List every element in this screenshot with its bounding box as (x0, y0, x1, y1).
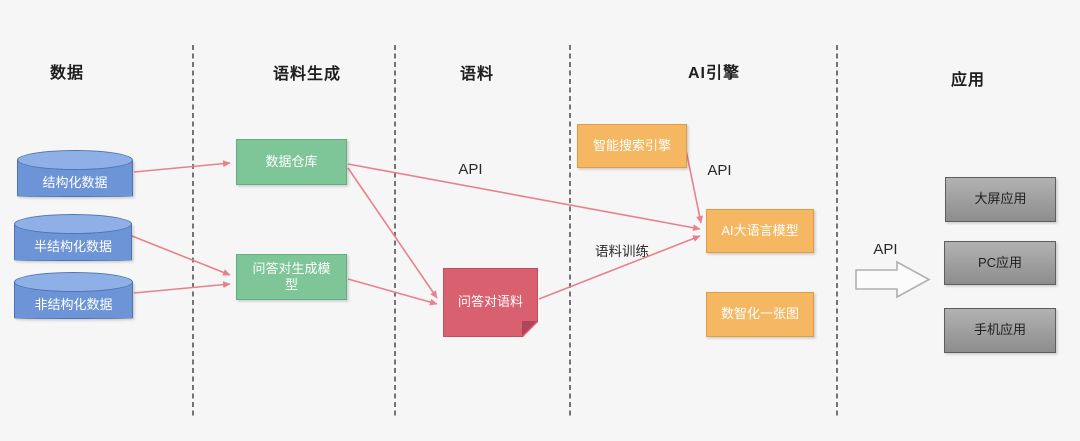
column-header-application: 应用 (950, 72, 985, 89)
connector-semistructured-to-qamodel (131, 235, 231, 276)
edge-label-api-to-apps: API (873, 241, 898, 258)
node-label: 问答对语料 (457, 294, 523, 310)
edge-label-api-warehouse-llm: API (458, 161, 483, 178)
node-label: 结构化数据 (42, 175, 108, 190)
node-label: 大屏应用 (974, 191, 1027, 207)
connector-unstructured-to-qamodel (133, 281, 231, 294)
node-label: 问答对生成模型 (252, 260, 331, 292)
connector-search-to-llm (685, 149, 704, 224)
node-unstructured-data: 非结构化数据 (14, 272, 133, 319)
node-label: 非结构化数据 (34, 297, 113, 312)
node-label: 数智化一张图 (720, 306, 799, 322)
node-smart-search-engine: 智能搜索引擎 (577, 124, 687, 168)
node-label: PC应用 (977, 254, 1023, 270)
node-label: 数据仓库 (265, 153, 318, 169)
node-label: AI大语言模型 (721, 222, 799, 238)
connector-qamodel-to-corpus (347, 278, 438, 306)
edge-label-corpus-training: 语料训练 (595, 244, 649, 259)
column-header-data: 数据 (49, 65, 84, 82)
cylinder-top (17, 150, 133, 170)
cylinder-top (14, 214, 132, 234)
node-semi-structured-data: 半结构化数据 (14, 214, 132, 261)
column-header-ai-engine: AI引擎 (687, 65, 740, 82)
node-label: 半结构化数据 (33, 239, 112, 254)
node-qa-generation-model: 问答对生成模型 (236, 254, 347, 300)
cylinder-top (14, 272, 133, 292)
node-pc-app: PC应用 (944, 241, 1056, 285)
node-structured-data: 结构化数据 (17, 150, 133, 197)
node-mobile-app: 手机应用 (944, 308, 1056, 353)
node-ai-llm: AI大语言模型 (706, 209, 814, 253)
api-flow-arrow (855, 260, 931, 299)
connector-warehouse-to-llm (347, 163, 701, 232)
node-data-warehouse: 数据仓库 (236, 139, 347, 185)
node-label: 智能搜索引擎 (592, 137, 671, 153)
node-digital-map: 数智化一张图 (706, 292, 814, 337)
node-label: 手机应用 (973, 322, 1026, 338)
connector-structured-to-warehouse (133, 160, 231, 173)
node-qa-corpus: 问答对语料 (443, 268, 538, 337)
edge-label-api-search-llm: API (707, 162, 732, 179)
column-header-corpus: 语料 (459, 66, 494, 83)
node-bigscreen-app: 大屏应用 (945, 177, 1056, 222)
column-header-corpus-generation: 语料生成 (272, 66, 341, 83)
connector-warehouse-to-corpus (347, 167, 438, 299)
